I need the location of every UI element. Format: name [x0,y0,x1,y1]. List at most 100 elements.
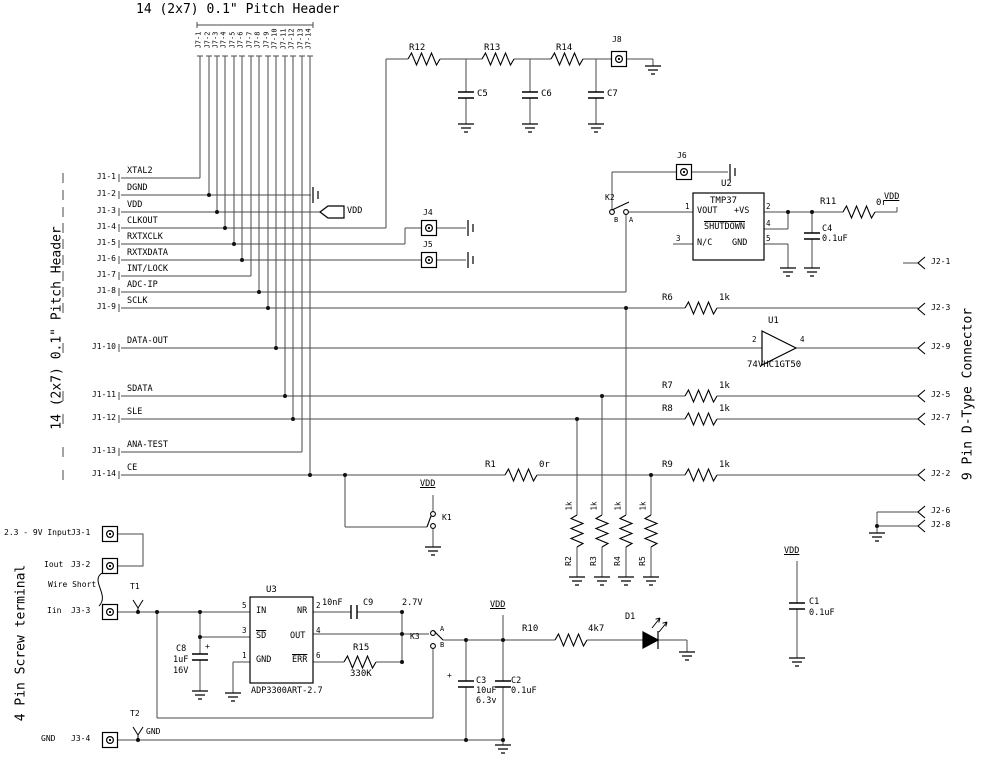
ref-r12: R12 [409,43,426,53]
connector-j3-4 [101,731,119,749]
ref-r15: R15 [353,643,370,653]
j1-pin: J1-12 [91,413,116,422]
j3-desc-input: 2.3 - 9V Input [4,528,72,537]
val-r6: 1k [719,293,730,303]
vdd-label: VDD [347,206,363,216]
j1-pin: J1-11 [91,390,116,399]
connector-j5 [420,251,438,269]
u2-pin-vs: +VS [734,206,750,216]
ref-r6: R6 [662,293,673,303]
u3-pin-out: OUT [290,631,306,641]
ref-j5: J5 [423,240,433,249]
resistor-r9 [684,468,718,482]
j1-pin: J1-1 [96,172,116,181]
j7-pin-label: J7-6 [236,31,245,49]
led-d1 [642,617,668,649]
j3-pin: J3-4 [71,734,91,743]
resistor-r2 [570,514,584,548]
val-c8: 1uF [173,655,189,665]
val-r2: 1k [564,501,574,511]
connector-j4 [420,219,438,237]
ref-k1: K1 [442,513,452,522]
ref-r2: R2 [564,556,573,566]
j7-pin-label: J7-1 [194,31,203,49]
resistor-r8 [684,412,718,426]
net-label: CE [127,463,138,473]
ref-r4: R4 [613,556,622,566]
net-label: VDD [127,200,143,210]
val-r3: 1k [589,501,599,511]
u3-pin-gnd: GND [256,655,272,665]
val-r11: 0r [876,198,887,208]
capacitor-c7 [587,91,605,99]
polarity-plus: + [205,642,210,651]
val-r4: 1k [613,501,623,511]
net-label: CLKOUT [127,216,158,226]
u2-pinnum-3: 3 [676,234,681,243]
title-screw-terminal: 4 Pin Screw terminal [13,564,29,722]
j1-pin: J1-8 [96,286,116,295]
j7-pin-label: J7-7 [245,31,254,49]
vdd-tag [319,205,345,219]
u2-pinnum-5: 5 [766,234,771,243]
ref-r11: R11 [820,197,837,207]
ref-d1: D1 [625,612,636,622]
ref-r9: R9 [662,460,673,470]
j2-pin-chevrons [917,256,926,533]
j1-pin: J1-9 [96,302,116,311]
connector-j3-2 [101,557,119,575]
ref-c2: C2 [511,676,522,686]
resistor-r6 [684,301,718,315]
net-label: RXTXCLK [127,232,163,242]
ic-u3-adp3300 [249,596,314,684]
vdd-label: VDD [884,192,900,202]
ic-symbols [249,192,798,684]
u1-pinnum-in: 2 [752,335,757,344]
ref-u1: U1 [768,316,779,326]
resistor-r5 [644,514,658,548]
val-r9: 1k [719,460,730,470]
ref-u2: U2 [721,179,732,189]
title-top: 14 (2x7) 0.1" Pitch Header [136,2,340,17]
ref-c1: C1 [809,597,820,607]
ref-r5: R5 [638,556,647,566]
connector-j3-1 [101,525,119,543]
vdd-label: VDD [490,600,506,610]
val-r5: 1k [638,501,648,511]
ref-r13: R13 [484,43,501,53]
ref-c6: C6 [541,89,552,99]
j2-pin: J2-6 [931,506,951,515]
u1-pinnum-out: 4 [800,335,805,344]
j2-pin: J2-2 [931,469,951,478]
ref-k3: K3 [410,632,420,641]
ref-r8: R8 [662,404,673,414]
capacitor-c9 [350,605,358,619]
u2-pin-shutdown: SHUTDOWN [704,222,745,232]
net-label: RXTXDATA [127,248,168,258]
net-label: ANA-TEST [127,440,168,450]
j7-pin-label: J7-12 [287,28,296,50]
resistor-r12 [407,52,441,66]
capacitor-c1 [788,602,806,610]
wires [62,22,918,745]
gnd-net-label: GND [146,727,161,736]
rating-c8: 16V [173,666,189,676]
resistor-r14 [550,52,584,66]
j2-pin: J2-8 [931,520,951,529]
val-c1: 0.1uF [809,608,835,618]
val-r15: 330K [350,669,372,679]
u3-pin-in: IN [256,606,267,616]
j1-pin: J1-3 [96,206,116,215]
j3-desc-iin: Iin [47,606,62,615]
testpoint-t1: T1 [130,582,140,591]
resistor-r13 [481,52,515,66]
junction-dots [136,193,879,742]
u2-pinnum-4: 4 [766,219,771,228]
j1-pin: J1-10 [91,342,116,351]
ref-c7: C7 [607,89,618,99]
testpoint-t2: T2 [130,709,140,718]
j1-pin: J1-6 [96,254,116,263]
j7-pin-label: J7-10 [270,28,279,50]
connector-j3-3 [101,603,119,621]
